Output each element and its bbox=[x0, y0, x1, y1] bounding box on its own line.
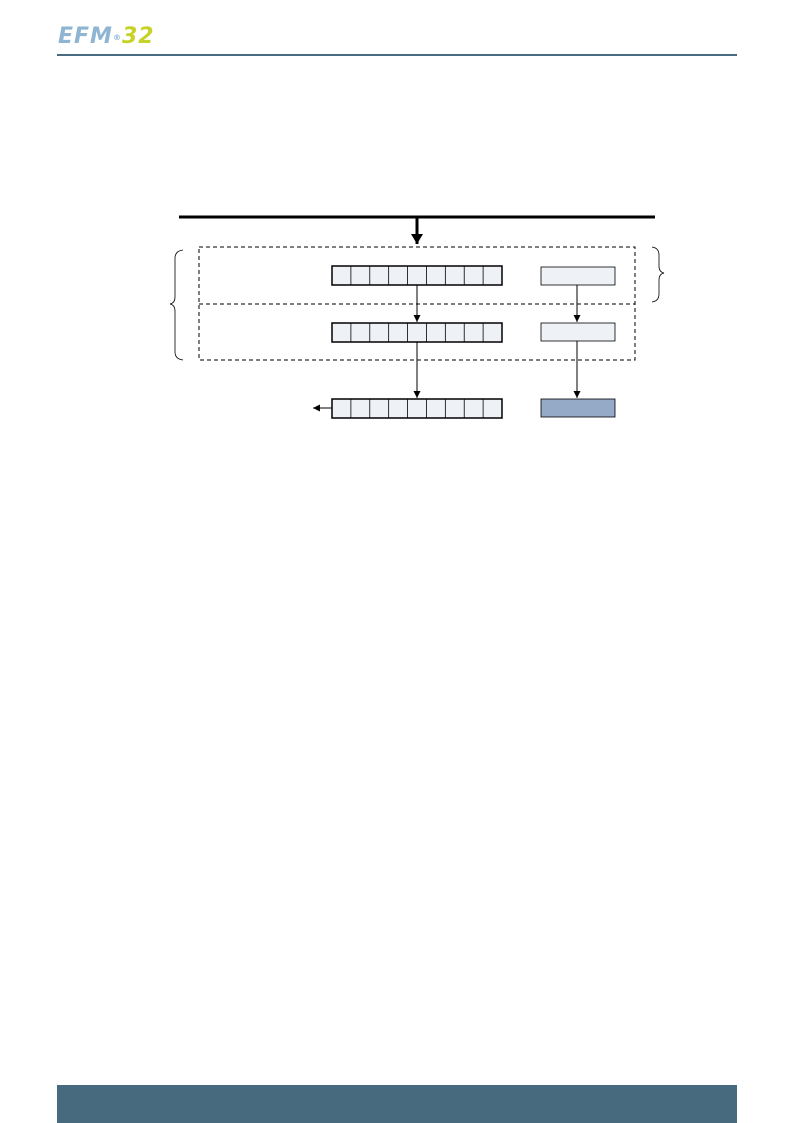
footer-bar bbox=[57, 1085, 737, 1123]
middle-shift-register bbox=[331, 322, 503, 343]
header-rule bbox=[57, 54, 737, 56]
top-shift-register bbox=[331, 265, 503, 286]
top-status-box bbox=[540, 266, 616, 286]
output-register-cells bbox=[350, 399, 484, 418]
middle-status-box bbox=[540, 322, 616, 342]
left-brace bbox=[169, 249, 184, 361]
middle-register-cells bbox=[350, 323, 484, 342]
top-register-cells bbox=[350, 266, 484, 285]
efm32-logo: EFM®32 bbox=[58, 24, 155, 49]
right-brace bbox=[651, 246, 665, 303]
output-shift-register bbox=[331, 398, 503, 419]
output-status-box bbox=[540, 398, 616, 418]
